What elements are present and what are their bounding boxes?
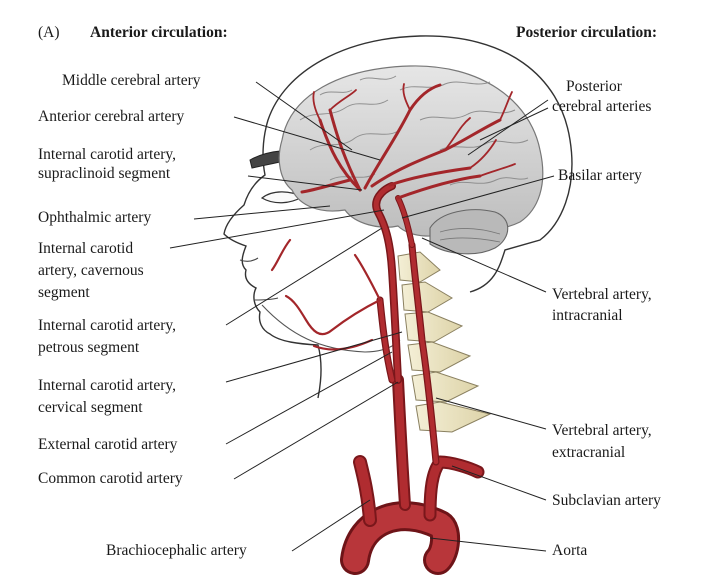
jaw-outline <box>261 304 401 353</box>
leader-lines <box>169 81 555 552</box>
nose-line <box>239 257 259 262</box>
arteries <box>270 83 516 575</box>
panel-label: (A) <box>38 24 60 41</box>
label-brachiocephalic-artery: Brachiocephalic artery <box>106 542 247 559</box>
label-ica-petrous-1: Internal carotid artery, <box>38 317 176 334</box>
label-ica-supraclinoid-1: Internal carotid artery, <box>38 146 176 163</box>
label-aorta: Aorta <box>552 542 588 559</box>
label-ica-cervical-1: Internal carotid artery, <box>38 377 176 394</box>
label-ica-cavernous-1: Internal carotid <box>38 240 134 257</box>
label-ica-cervical-2: cervical segment <box>38 399 143 416</box>
label-vertebral-intracranial-2: intracranial <box>552 307 623 324</box>
cerebellum <box>429 209 509 255</box>
label-subclavian-artery: Subclavian artery <box>552 492 661 509</box>
label-ophthalmic-artery: Ophthalmic artery <box>38 209 152 226</box>
label-ica-cavernous-3: segment <box>38 284 90 301</box>
label-posterior-cerebral-2: cerebral arteries <box>552 98 652 115</box>
label-middle-cerebral-artery: Middle cerebral artery <box>62 72 201 89</box>
label-posterior-cerebral-1: Posterior <box>566 78 622 95</box>
label-ica-supraclinoid-2: supraclinoid segment <box>38 165 171 182</box>
label-common-carotid-artery: Common carotid artery <box>38 470 183 487</box>
label-ica-cavernous-2: artery, cavernous <box>38 262 144 279</box>
label-vertebral-extracranial-2: extracranial <box>552 444 626 461</box>
cervical-spine <box>397 251 492 433</box>
label-basilar-artery: Basilar artery <box>558 167 642 184</box>
head-outline <box>223 35 573 399</box>
header-anterior: Anterior circulation: <box>90 24 228 41</box>
label-vertebral-intracranial-1: Vertebral artery, <box>552 286 652 303</box>
label-ica-petrous-2: petrous segment <box>38 339 140 356</box>
label-external-carotid-artery: External carotid artery <box>38 436 178 453</box>
label-vertebral-extracranial-1: Vertebral artery, <box>552 422 652 439</box>
header-posterior: Posterior circulation: <box>516 24 658 41</box>
brain <box>278 65 544 237</box>
label-anterior-cerebral-artery: Anterior cerebral artery <box>38 108 185 125</box>
